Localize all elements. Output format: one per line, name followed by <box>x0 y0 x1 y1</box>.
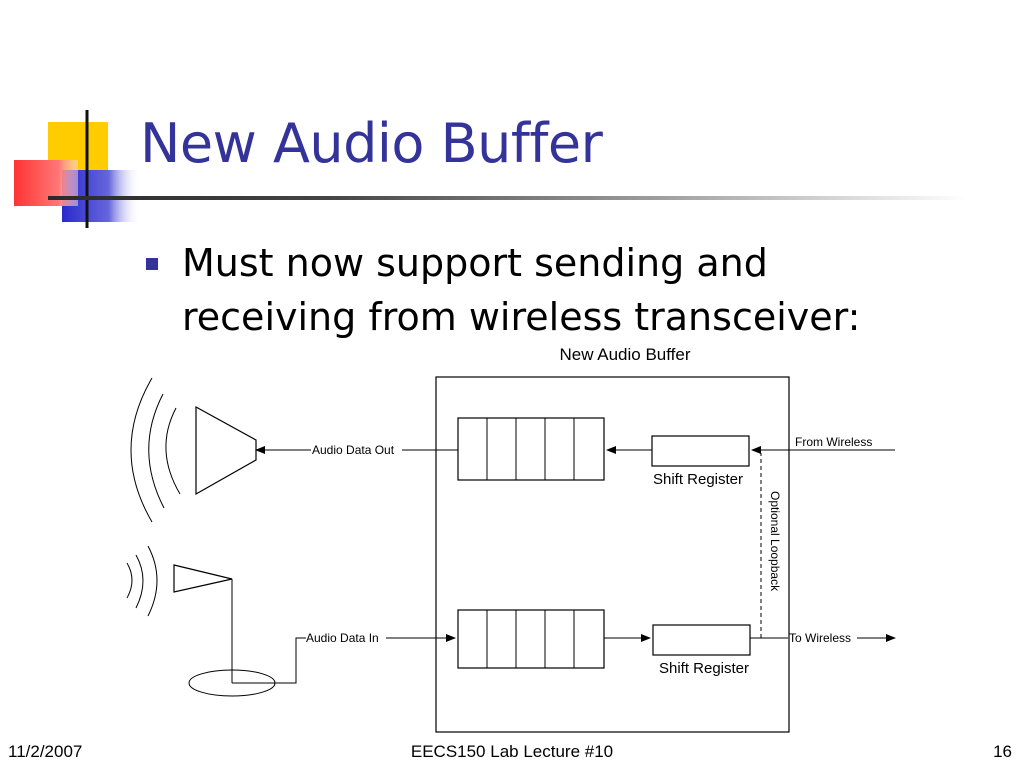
shift-register-top-box <box>651 435 750 467</box>
to-wireless-label: To Wireless <box>789 631 851 645</box>
bullet-marker <box>146 258 158 270</box>
slide-title: New Audio Buffer <box>140 112 603 175</box>
audio-data-in-label: Audio Data In <box>306 631 379 645</box>
shift-register-bottom-box <box>652 624 751 656</box>
shift-register-bottom-label: Shift Register <box>659 660 749 677</box>
from-wireless-label: From Wireless <box>795 435 872 449</box>
footer-title: EECS150 Lab Lecture #10 <box>410 742 614 761</box>
footer-page-number: 16 <box>993 742 1012 761</box>
speaker-icon <box>130 377 257 523</box>
optional-loopback-label: Optional Loopback <box>768 491 782 592</box>
diagram-title: New Audio Buffer <box>559 345 690 364</box>
output-fifo <box>457 417 605 481</box>
audio-buffer-box <box>435 376 790 733</box>
title-underline <box>48 196 968 200</box>
audio-data-out-label: Audio Data Out <box>312 443 395 457</box>
bullet-text: Must now support sending and receiving f… <box>182 241 861 339</box>
shift-register-top-label: Shift Register <box>653 471 743 488</box>
footer-date: 11/2/2007 <box>8 742 83 761</box>
input-fifo <box>457 609 605 669</box>
microphone-icon <box>126 545 276 697</box>
mic-to-audio-in-line <box>232 637 306 684</box>
